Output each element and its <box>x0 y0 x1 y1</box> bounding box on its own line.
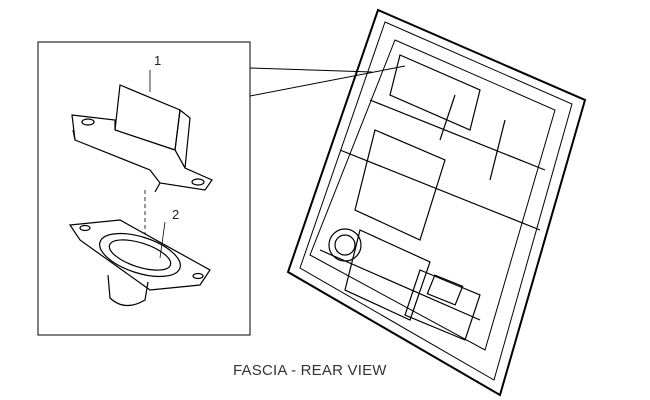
callout-number-1: 1 <box>154 53 162 68</box>
part-2-speaker <box>68 219 211 307</box>
detail-inset-box <box>37 41 251 336</box>
leader-line-bottom <box>249 65 406 97</box>
diagram-caption: FASCIA - REAR VIEW <box>233 362 387 379</box>
leader-line-top <box>249 67 373 73</box>
callout-number-2: 2 <box>172 207 180 222</box>
part-1-cover <box>71 70 213 250</box>
fascia-rear-assembly <box>286 8 587 397</box>
